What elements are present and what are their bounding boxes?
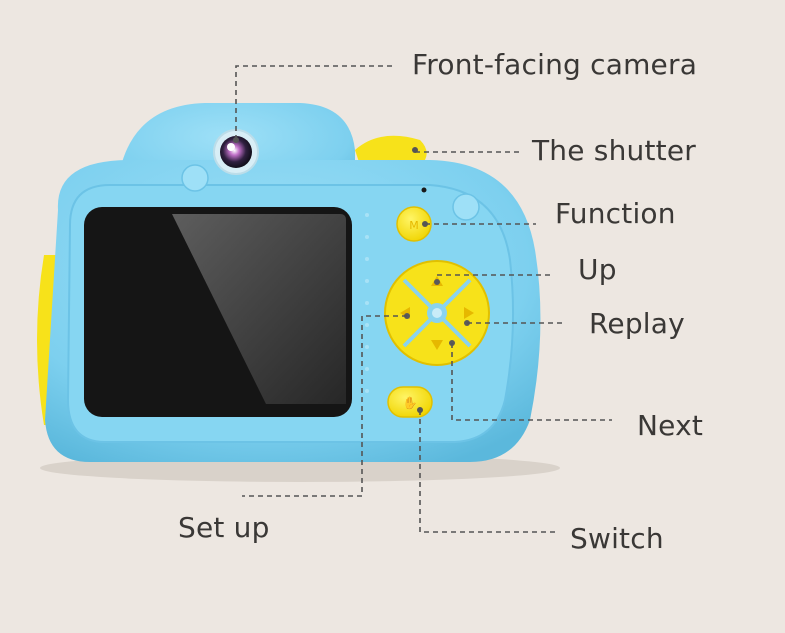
decorative-nub-left — [181, 164, 209, 192]
svg-text:✋: ✋ — [403, 396, 418, 410]
microphone-hole — [421, 187, 427, 193]
svg-text:M: M — [409, 219, 419, 232]
directional-pad-icon — [384, 260, 490, 366]
label-shutter: The shutter — [532, 134, 696, 167]
label-set-up: Set up — [178, 511, 270, 544]
function-button: M — [396, 206, 432, 242]
leader-lines — [235, 65, 612, 533]
decorative-nub-right — [452, 193, 480, 221]
label-function: Function — [555, 197, 676, 230]
screen-glare — [172, 214, 346, 404]
label-next: Next — [637, 409, 704, 442]
label-up: Up — [578, 253, 617, 286]
switch-button: ✋ — [387, 386, 433, 418]
shutter-button — [355, 135, 427, 165]
label-switch: Switch — [570, 522, 664, 555]
label-replay: Replay — [589, 307, 685, 340]
label-front-facing-camera: Front-facing camera — [412, 48, 698, 81]
screen-side-dots — [365, 213, 369, 393]
